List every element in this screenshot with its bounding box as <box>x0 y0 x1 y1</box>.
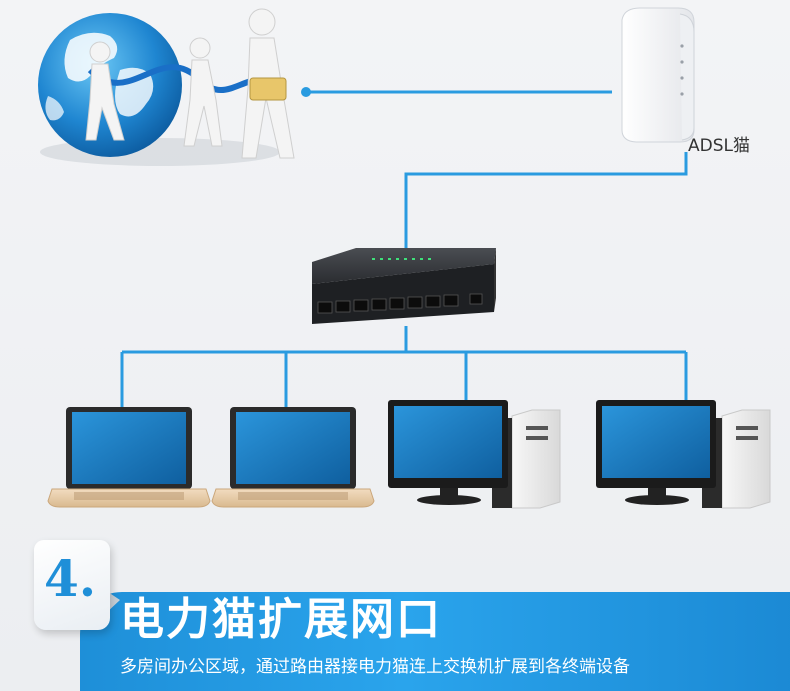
banner-background <box>80 592 790 691</box>
banner-title: 电力猫扩展网口 <box>120 594 442 645</box>
laptop-icon <box>47 407 211 508</box>
line-modem-switch <box>404 152 688 252</box>
banner-number-tab <box>34 540 110 630</box>
desktop-pc-icon <box>388 400 561 509</box>
desktop-pc-icon <box>596 400 771 509</box>
connection-lines <box>120 87 688 408</box>
adsl-modem-label: ADSL猫 <box>688 136 750 156</box>
feature-banner: 4. 电力猫扩展网口 多房间办公区域，通过路由器接电力猫连上交换机扩展到各终端设… <box>0 540 790 691</box>
banner-number: 4. <box>44 549 97 608</box>
adsl-modem-icon <box>621 7 695 143</box>
network-switch-icon <box>312 248 496 324</box>
laptop-icon <box>211 407 375 508</box>
internet-globe-icon <box>38 8 295 166</box>
banner-subtitle: 多房间办公区域，通过路由器接电力猫连上交换机扩展到各终端设备 <box>120 657 630 677</box>
